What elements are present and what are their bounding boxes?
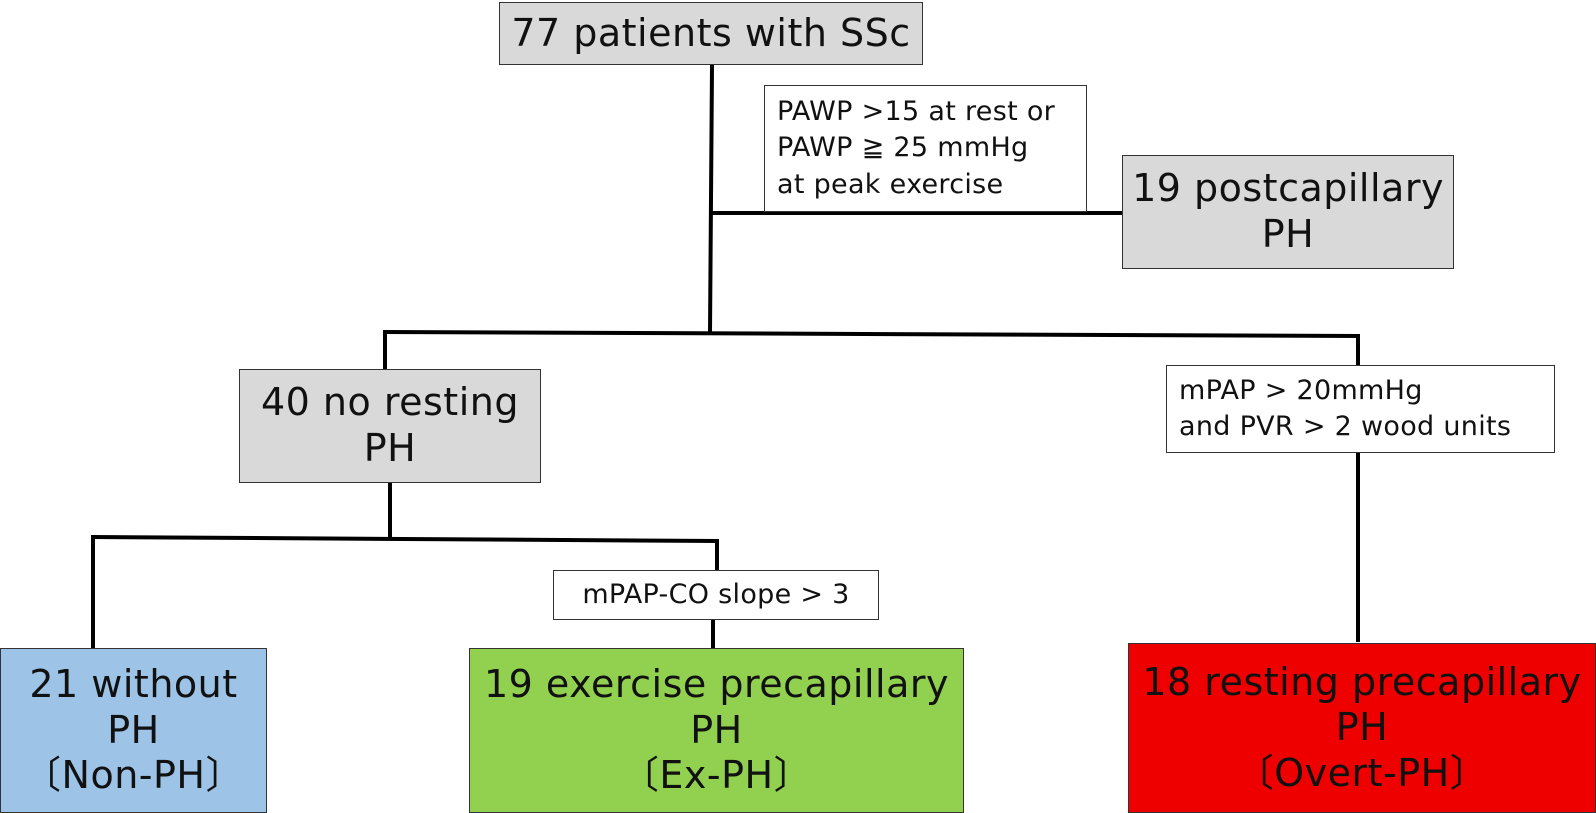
- connector-split-lower: [90, 534, 720, 544]
- criteria-mpap-line1: mPAP > 20mmHg: [1179, 374, 1423, 406]
- node-overt-ph-line2: PH: [1335, 705, 1389, 750]
- node-non-ph: 21 without PH 〔Non-PH〕: [0, 648, 267, 813]
- node-postcapillary-line2: PH: [1261, 212, 1315, 256]
- connector-split-horizontal: [382, 329, 1361, 339]
- node-non-ph-line3: 〔Non-PH〕: [23, 753, 244, 798]
- criteria-pawp: PAWP >15 at rest or PAWP ≧ 25 mmHg at pe…: [764, 85, 1087, 212]
- node-overt-ph-line3: 〔Overt-PH〕: [1235, 750, 1489, 795]
- node-no-resting-line1: 40 no resting: [261, 380, 519, 425]
- node-no-resting-line2: PH: [363, 426, 417, 470]
- criteria-mpap-line2: and PVR > 2 wood units: [1179, 411, 1512, 442]
- node-root-text: 77 patients with SSc: [511, 10, 911, 55]
- node-ex-ph: 19 exercise precapillary PH 〔Ex-PH〕: [469, 648, 964, 813]
- node-non-ph-line1: 21 without: [29, 662, 238, 707]
- node-ex-ph-line3: 〔Ex-PH〕: [620, 753, 813, 798]
- node-overt-ph-line1: 18 resting precapillary: [1142, 659, 1582, 704]
- criteria-pawp-line1: PAWP >15 at rest or: [777, 95, 1056, 127]
- criteria-slope-line1: mPAP-CO slope > 3: [582, 578, 850, 610]
- node-no-resting-ph: 40 no resting PH: [239, 369, 541, 483]
- connector-root-trunk: [707, 63, 715, 335]
- node-ex-ph-line2: PH: [690, 707, 743, 752]
- node-overt-ph: 18 resting precapillary PH 〔Overt-PH〕: [1128, 643, 1596, 813]
- criteria-mpap-pvr: mPAP > 20mmHg and PVR > 2 wood units: [1166, 365, 1555, 453]
- node-ex-ph-line1: 19 exercise precapillary: [484, 662, 949, 707]
- criteria-pawp-line3: at peak exercise: [777, 168, 1004, 200]
- criteria-pawp-line2: PAWP ≧ 25 mmHg: [777, 132, 1029, 164]
- node-postcapillary-line1: 19 postcapillary: [1132, 166, 1444, 211]
- node-postcapillary: 19 postcapillary PH: [1122, 155, 1454, 269]
- node-non-ph-line2: PH: [107, 707, 160, 752]
- criteria-slope: mPAP-CO slope > 3: [553, 570, 879, 620]
- node-root: 77 patients with SSc: [499, 2, 923, 65]
